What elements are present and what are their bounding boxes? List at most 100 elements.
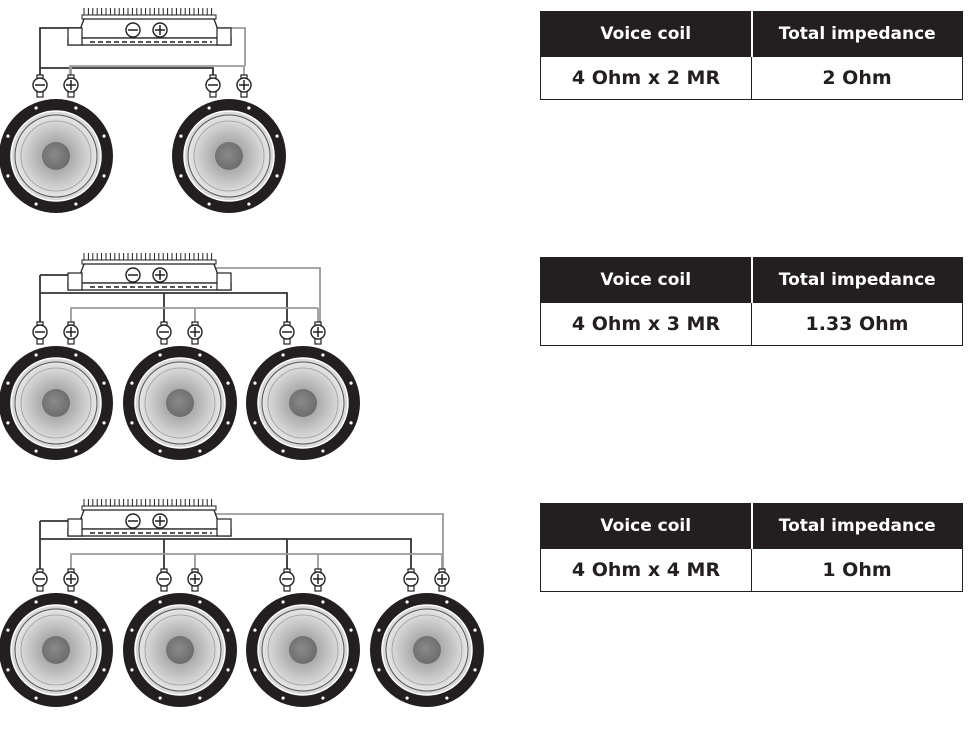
voice-coil-header: Voice coil bbox=[540, 11, 752, 57]
positive-wire bbox=[216, 267, 321, 325]
speaker-cone-ring bbox=[20, 367, 92, 439]
mounting-hole bbox=[102, 668, 106, 672]
total-impedance-header: Total impedance bbox=[750, 11, 963, 57]
speaker-cone-ring bbox=[391, 614, 463, 686]
speaker bbox=[0, 74, 113, 213]
mounting-hole bbox=[6, 134, 10, 138]
mounting-hole bbox=[321, 696, 325, 700]
speaker bbox=[246, 568, 360, 707]
mounting-hole bbox=[198, 600, 202, 604]
mounting-hole bbox=[207, 202, 211, 206]
mounting-hole bbox=[349, 668, 353, 672]
positive-wire bbox=[69, 65, 245, 78]
mounting-hole bbox=[321, 449, 325, 453]
plus-terminal-icon bbox=[187, 324, 203, 340]
mounting-hole bbox=[6, 421, 10, 425]
total-impedance-header: Total impedance bbox=[750, 503, 963, 549]
mounting-hole bbox=[198, 696, 202, 700]
voice-coil-value: 4 Ohm x 4 MR bbox=[540, 548, 752, 592]
amplifier-leg-left bbox=[67, 27, 83, 46]
negative-wire bbox=[40, 538, 412, 572]
voice-coil-value: 4 Ohm x 2 MR bbox=[540, 56, 752, 100]
impedance-table-2: Voice coil Total impedance 4 Ohm x 3 MR … bbox=[540, 257, 963, 346]
amplifier bbox=[67, 499, 232, 537]
speaker-dust-cap bbox=[289, 636, 317, 664]
mounting-hole bbox=[6, 174, 10, 178]
mounting-hole bbox=[281, 449, 285, 453]
mounting-hole bbox=[253, 381, 257, 385]
mounting-hole bbox=[198, 449, 202, 453]
mounting-hole bbox=[253, 668, 257, 672]
plus-terminal-icon bbox=[434, 571, 450, 587]
mounting-hole bbox=[179, 134, 183, 138]
mounting-hole bbox=[74, 696, 78, 700]
minus-terminal-icon bbox=[156, 571, 172, 587]
speaker-cone-ring bbox=[193, 120, 265, 192]
speaker-cone-ring bbox=[144, 367, 216, 439]
minus-terminal-icon bbox=[32, 77, 48, 93]
plus-terminal-icon bbox=[310, 571, 326, 587]
amplifier-leg-left bbox=[67, 518, 83, 537]
mounting-hole bbox=[6, 668, 10, 672]
amplifier-leg-left bbox=[67, 272, 83, 291]
mounting-hole bbox=[179, 174, 183, 178]
mounting-hole bbox=[6, 628, 10, 632]
mounting-hole bbox=[349, 421, 353, 425]
speaker-dust-cap bbox=[42, 636, 70, 664]
mounting-hole bbox=[74, 106, 78, 110]
mounting-hole bbox=[473, 628, 477, 632]
minus-terminal-icon bbox=[279, 571, 295, 587]
minus-terminal-icon bbox=[403, 571, 419, 587]
amplifier-body bbox=[76, 509, 222, 530]
mounting-hole bbox=[445, 600, 449, 604]
voice-coil-header: Voice coil bbox=[540, 257, 752, 303]
negative-wire bbox=[40, 292, 288, 325]
speaker bbox=[246, 321, 360, 460]
speaker-dust-cap bbox=[166, 636, 194, 664]
minus-terminal-icon bbox=[32, 571, 48, 587]
mounting-hole bbox=[247, 106, 251, 110]
mounting-hole bbox=[34, 106, 38, 110]
speaker-dust-cap bbox=[42, 142, 70, 170]
mounting-hole bbox=[102, 174, 106, 178]
speaker-cone-ring bbox=[144, 614, 216, 686]
impedance-table-1: Voice coil Total impedance 4 Ohm x 2 MR … bbox=[540, 11, 963, 100]
mounting-hole bbox=[473, 668, 477, 672]
mounting-hole bbox=[377, 668, 381, 672]
speaker-cone-ring bbox=[267, 367, 339, 439]
mounting-hole bbox=[74, 202, 78, 206]
minus-terminal-icon bbox=[125, 513, 141, 529]
speaker bbox=[123, 568, 237, 707]
mounting-hole bbox=[102, 628, 106, 632]
amplifier bbox=[67, 253, 232, 291]
mounting-hole bbox=[158, 449, 162, 453]
mounting-hole bbox=[130, 421, 134, 425]
mounting-hole bbox=[74, 353, 78, 357]
plus-terminal-icon bbox=[152, 22, 168, 38]
mounting-hole bbox=[102, 421, 106, 425]
speaker-dust-cap bbox=[42, 389, 70, 417]
total-impedance-header: Total impedance bbox=[750, 257, 963, 303]
speaker-cone-ring bbox=[267, 614, 339, 686]
speaker bbox=[123, 321, 237, 460]
mounting-hole bbox=[275, 174, 279, 178]
mounting-hole bbox=[247, 202, 251, 206]
mounting-hole bbox=[102, 381, 106, 385]
speaker bbox=[0, 568, 113, 707]
mounting-hole bbox=[445, 696, 449, 700]
speaker-cone-ring bbox=[20, 614, 92, 686]
mounting-hole bbox=[253, 421, 257, 425]
impedance-table-3: Voice coil Total impedance 4 Ohm x 4 MR … bbox=[540, 503, 963, 592]
amplifier-leg-right bbox=[216, 272, 232, 291]
plus-terminal-icon bbox=[152, 513, 168, 529]
voice-coil-header: Voice coil bbox=[540, 503, 752, 549]
mounting-hole bbox=[253, 628, 257, 632]
mounting-hole bbox=[281, 600, 285, 604]
mounting-hole bbox=[74, 600, 78, 604]
mounting-hole bbox=[281, 353, 285, 357]
speaker-dust-cap bbox=[413, 636, 441, 664]
minus-terminal-icon bbox=[32, 324, 48, 340]
mounting-hole bbox=[34, 449, 38, 453]
mounting-hole bbox=[158, 600, 162, 604]
